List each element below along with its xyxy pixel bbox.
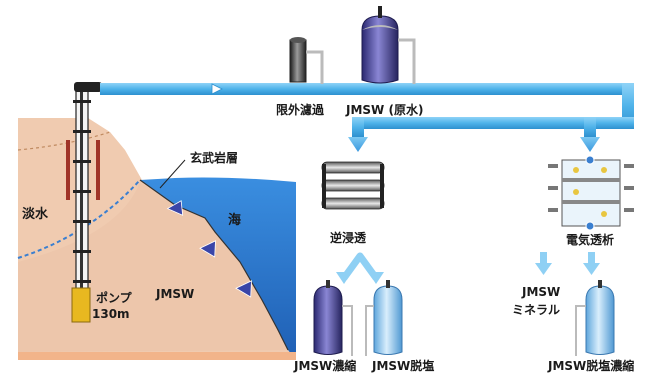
mineral-label-line2: ミネラル bbox=[512, 303, 561, 317]
well-casing bbox=[66, 140, 100, 200]
mineral-label-line1: JMSW bbox=[522, 285, 561, 299]
groundwater-arrows bbox=[166, 200, 252, 298]
raw-water-tank bbox=[361, 6, 416, 84]
ground-cross-section bbox=[17, 118, 296, 360]
underground-jmsw-label: JMSW bbox=[156, 287, 195, 301]
desalinated-label: JMSW脱塩 bbox=[372, 359, 435, 373]
pump-label: ポンプ bbox=[96, 291, 132, 305]
flow-arrows bbox=[336, 137, 600, 284]
concentrate-tank bbox=[313, 280, 353, 356]
ultrafiltration-unit bbox=[289, 37, 324, 84]
reverse-osmosis-label: 逆浸透 bbox=[330, 231, 367, 245]
pipe-network bbox=[100, 83, 634, 137]
basalt-layer-label: 玄武岩層 bbox=[190, 151, 239, 165]
well-pipe bbox=[71, 82, 102, 323]
electrodialysis-unit bbox=[548, 155, 634, 231]
ultrafiltration-label: 限外濾過 bbox=[276, 103, 325, 117]
concentrate-label: JMSW濃縮 bbox=[294, 359, 357, 373]
pump-depth-label: 130m bbox=[92, 307, 130, 321]
electrodialysis-label: 電気透析 bbox=[566, 233, 615, 247]
desalinated-tank bbox=[365, 280, 403, 356]
desalt-concentrate-tank bbox=[575, 280, 615, 356]
raw-water-label: JMSW (原水) bbox=[346, 103, 424, 117]
fresh-water-label: 淡水 bbox=[22, 207, 49, 222]
sea-body bbox=[140, 177, 296, 360]
sea-label: 海 bbox=[228, 213, 242, 228]
pump-body bbox=[71, 287, 91, 323]
reverse-osmosis-unit bbox=[321, 161, 385, 210]
desalt-concentrate-label: JMSW脱塩濃縮 bbox=[548, 359, 635, 373]
